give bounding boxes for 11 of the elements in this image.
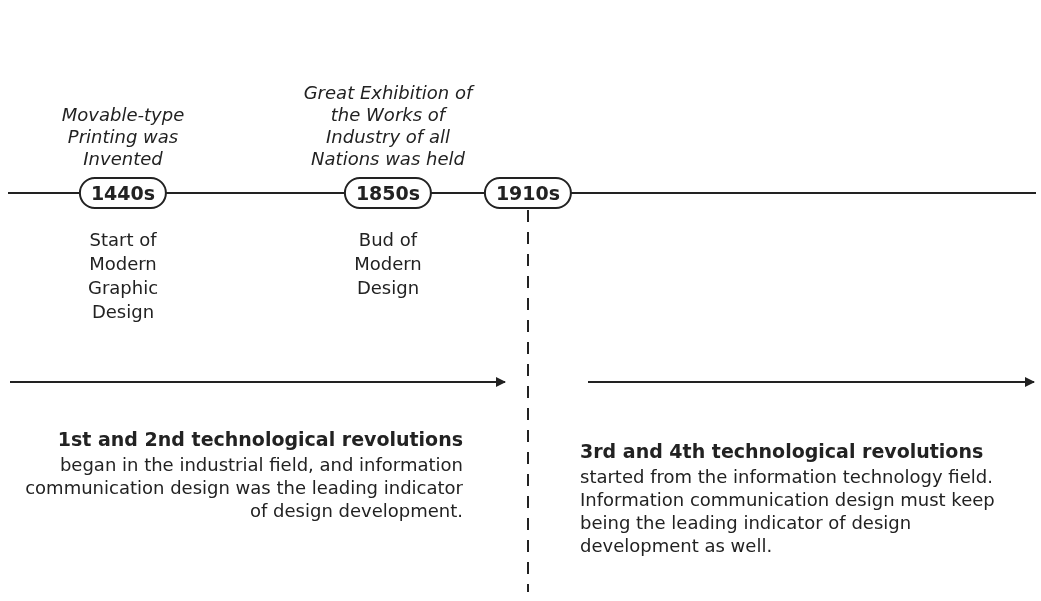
era-caption: Bud of Modern Design xyxy=(353,228,423,300)
year-pill: 1850s xyxy=(343,177,433,209)
year-pill: 1910s xyxy=(483,177,573,209)
event-caption: Great Exhibition of the Works of Industry of all Nations was held xyxy=(302,82,476,170)
section-heading: 1st and 2nd technological revolutions xyxy=(57,428,463,451)
era-caption: Start of Modern Graphic Design xyxy=(86,228,160,324)
description-text: began in the industrial field, and information communication design was the leading indicator of design development. xyxy=(24,453,463,522)
year-pill: 1440s xyxy=(78,177,168,209)
section-heading: 3rd and 4th technological revolutions xyxy=(580,440,984,463)
description-text: started from the information technology field. Information communication design must keep being the leading indicator of design development as well. xyxy=(580,465,996,557)
event-caption: Movable-type Printing was Invented xyxy=(60,104,186,170)
